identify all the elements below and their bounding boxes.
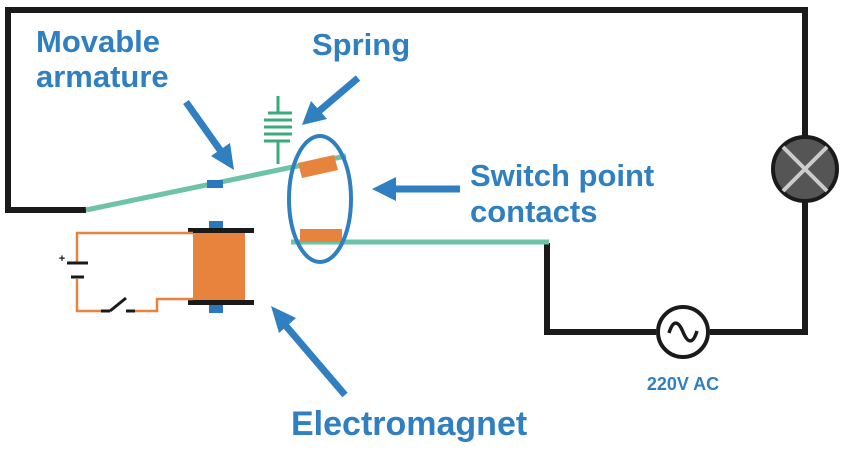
load-circuit-wire-bottom xyxy=(710,196,808,335)
ac-source-icon xyxy=(656,305,710,359)
electromagnet-coil xyxy=(188,221,254,313)
switch-contacts-label-line2: contacts xyxy=(470,194,597,229)
switch-contacts-arrow xyxy=(372,177,460,201)
upper-contact xyxy=(298,155,338,178)
control-circuit-wire-bottom xyxy=(75,279,103,313)
control-circuit-wire-right xyxy=(133,297,193,313)
lamp-icon xyxy=(771,135,839,203)
spring-icon xyxy=(264,96,292,164)
switch-contacts-highlight xyxy=(287,134,353,264)
lower-contact xyxy=(300,229,342,242)
spring-arrow xyxy=(302,75,361,125)
movable-armature-label-line1: Movable xyxy=(36,24,160,59)
electromagnet-arrow xyxy=(271,306,348,398)
battery-icon xyxy=(67,261,88,279)
control-circuit-wire-top xyxy=(75,231,193,262)
ac-source-label: 220V AC xyxy=(647,374,719,394)
battery-plus-label: + xyxy=(59,253,65,265)
electromagnet-label: Electromagnet xyxy=(291,405,527,443)
load-circuit-wire-return xyxy=(544,243,656,335)
spring-label: Spring xyxy=(312,27,410,62)
movable-armature-arrow xyxy=(183,99,234,170)
movable-armature-label-line2: armature xyxy=(36,59,169,94)
armature-pole-piece xyxy=(207,180,223,188)
switch-contacts-label-line1: Switch point xyxy=(470,158,654,193)
switch-icon xyxy=(101,296,135,313)
load-circuit-wire-top xyxy=(5,7,808,213)
